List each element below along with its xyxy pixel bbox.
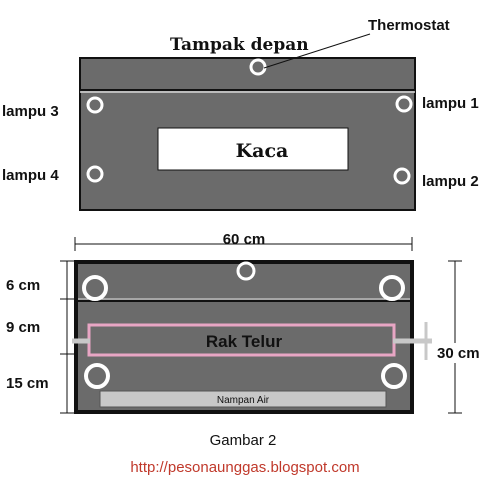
thermostat-pointer bbox=[263, 33, 371, 69]
lamp-4-bulb bbox=[86, 165, 104, 183]
lamp-3-bulb bbox=[86, 96, 104, 114]
thermostat-label: Thermostat bbox=[368, 17, 450, 34]
water-tray bbox=[99, 390, 387, 408]
front-view-title: Tampak depan bbox=[170, 35, 309, 55]
lamp-4-label: lampu 4 bbox=[2, 167, 59, 184]
front-view: Kaca Thermostat Tampak depan lampu 3 lam… bbox=[2, 17, 479, 211]
egg-rack-label: Rak Telur bbox=[206, 332, 283, 351]
side-lamp-top-left bbox=[82, 275, 108, 301]
side-lamp-bottom-left bbox=[84, 363, 110, 389]
lamp-2-label: lampu 2 bbox=[422, 173, 479, 190]
water-tray-label: Nampan Air bbox=[217, 395, 270, 406]
side-view: 60 cm Rak Telur Nampan Air 6 cm 9 cm 15 bbox=[6, 231, 496, 414]
width-label: 60 cm bbox=[223, 231, 266, 248]
lamp-1-bulb bbox=[395, 95, 413, 113]
lamp-1-label: lampu 1 bbox=[422, 95, 479, 112]
front-lid bbox=[79, 57, 416, 91]
side-lamp-top-right bbox=[379, 275, 405, 301]
height-label: 30 cm bbox=[437, 345, 480, 362]
lamp-3-label: lampu 3 bbox=[2, 103, 59, 120]
lamp-2-bulb bbox=[393, 167, 411, 185]
front-window bbox=[157, 127, 349, 171]
section-label-top: 6 cm bbox=[6, 277, 40, 294]
figure-caption: Gambar 2 bbox=[210, 432, 277, 449]
source-url[interactable]: http://pesonaunggas.blogspot.com bbox=[130, 459, 359, 476]
section-label-mid: 9 cm bbox=[6, 319, 40, 336]
front-window-label: Kaca bbox=[236, 140, 289, 162]
thermostat-knob bbox=[249, 58, 267, 76]
side-lamp-top-center bbox=[236, 261, 256, 281]
side-top-section bbox=[78, 264, 410, 298]
section-label-bottom: 15 cm bbox=[6, 375, 49, 392]
height-label-bg bbox=[434, 343, 496, 363]
side-lamp-bottom-right bbox=[381, 363, 407, 389]
